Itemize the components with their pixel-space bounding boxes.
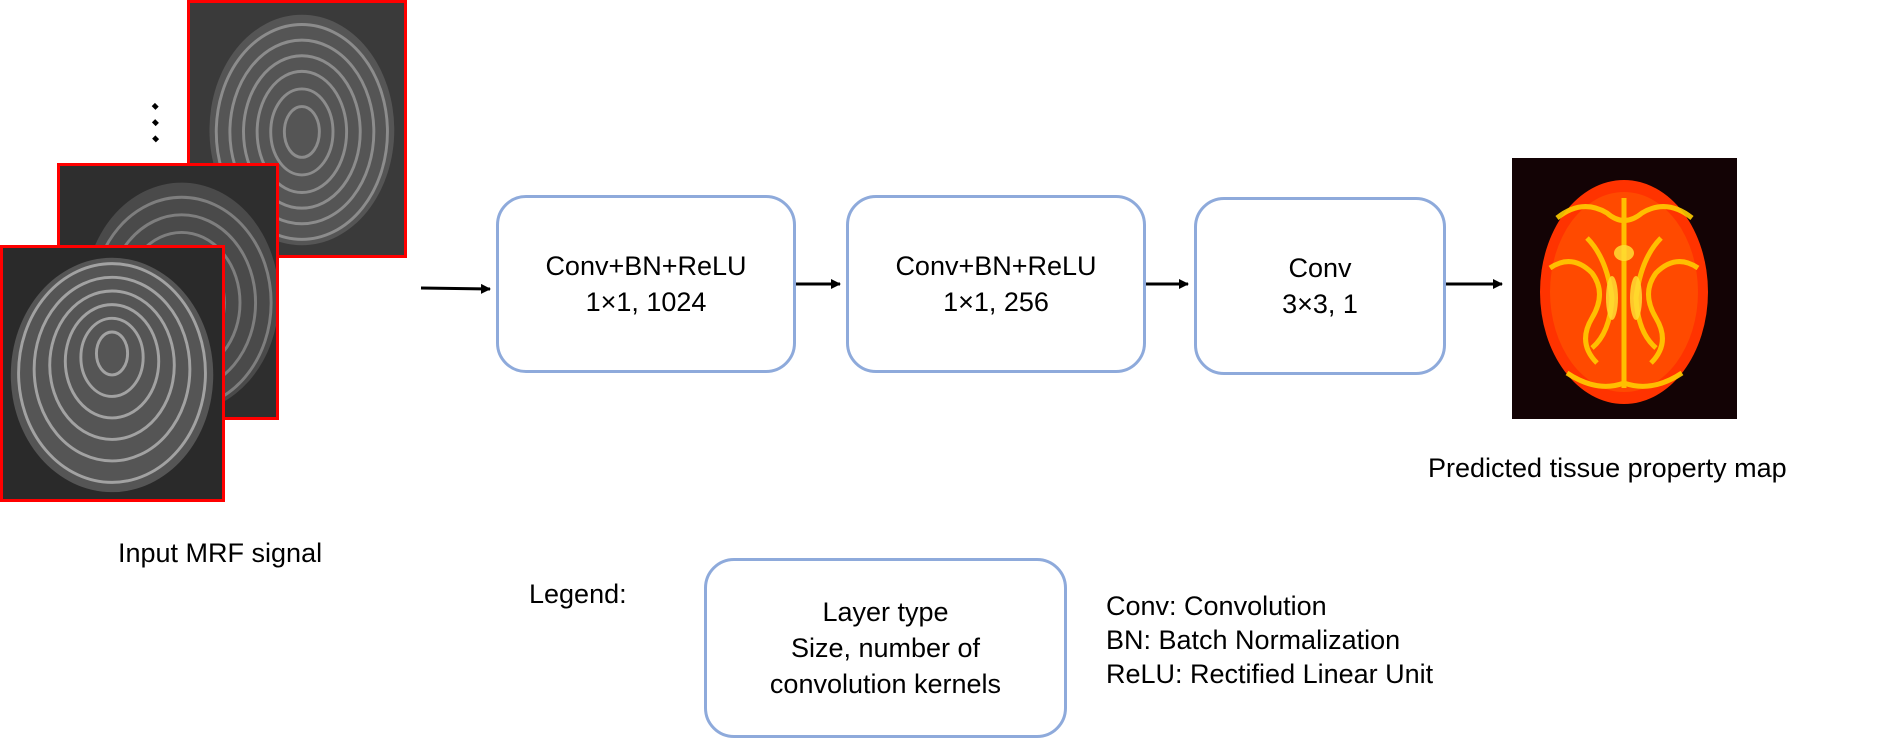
- layer-box-3: Conv 3×3, 1: [1194, 197, 1446, 375]
- output-label: Predicted tissue property map: [1428, 453, 1787, 483]
- layer-size: 3×3, 1: [1282, 289, 1358, 319]
- layer-size: 1×1, 256: [943, 287, 1049, 317]
- legend-box-line-1: Layer type: [822, 597, 949, 627]
- legend-box-line-3: convolution kernels: [769, 669, 1002, 699]
- legend-definitions: Conv: Convolution BN: Batch Normalizatio…: [1106, 589, 1433, 691]
- legend-def-conv: Conv: Convolution: [1106, 591, 1327, 621]
- layer-box-2: Conv+BN+ReLU 1×1, 256: [846, 195, 1146, 373]
- legend-def-relu: ReLU: Rectified Linear Unit: [1106, 659, 1434, 689]
- input-label: Input MRF signal: [118, 538, 323, 568]
- mrf-frame-front: [0, 245, 225, 502]
- tissue-property-map: [1512, 158, 1737, 419]
- layer-type: Conv+BN+ReLU: [545, 251, 747, 281]
- layer-size: 1×1, 1024: [585, 287, 707, 317]
- layer-box-1: Conv+BN+ReLU 1×1, 1024: [496, 195, 796, 373]
- legend-box: Layer type Size, number of convolution k…: [704, 558, 1067, 738]
- layer-type: Conv: [1288, 253, 1352, 283]
- arrow-input-to-layer1: [420, 283, 491, 294]
- legend-def-bn: BN: Batch Normalization: [1106, 625, 1401, 655]
- legend-box-line-2: Size, number of: [790, 633, 981, 663]
- legend-title: Legend:: [529, 579, 627, 609]
- layer-type: Conv+BN+ReLU: [895, 251, 1097, 281]
